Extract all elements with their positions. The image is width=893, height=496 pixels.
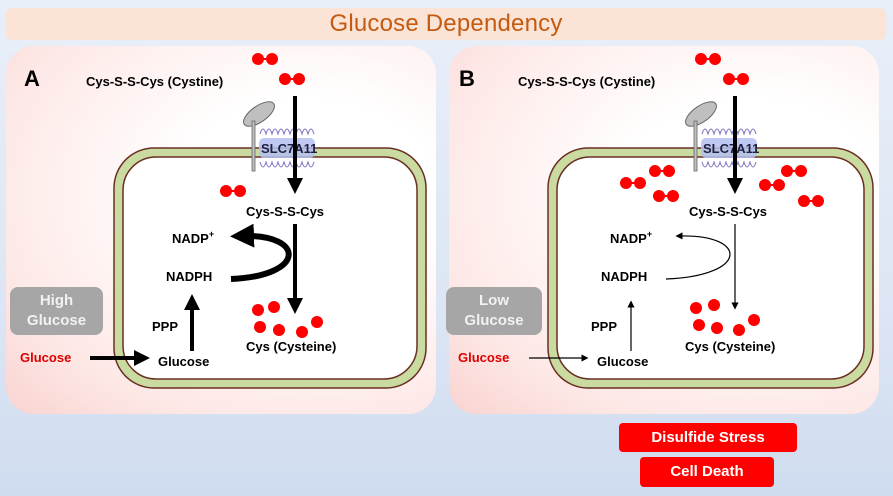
panel-letter: A [24, 66, 40, 91]
cysteine-label: Cys (Cysteine) [685, 339, 775, 354]
cysteine-label: Cys (Cysteine) [246, 339, 336, 354]
transporter-label: SLC7A11 [261, 141, 317, 156]
condition-line2: Glucose [464, 312, 524, 329]
cystine-molecule [252, 53, 278, 65]
glucose-outside-label: Glucose [20, 350, 71, 365]
slc7a11-transporter [685, 101, 757, 172]
transporter-label: SLC7A11 [703, 141, 759, 156]
cystine-molecule [220, 185, 246, 197]
nadp-label: NADP+ [172, 229, 214, 246]
glucose-inside-label: Glucose [158, 354, 209, 369]
cysteine-molecules [252, 301, 323, 338]
ppp-label: PPP [591, 319, 617, 334]
ppp-label: PPP [152, 319, 178, 334]
nadp-label: NADP+ [610, 229, 652, 246]
title-banner: Glucose Dependency [6, 8, 886, 40]
condition-badge-a: High Glucose [10, 287, 103, 335]
nadph-label: NADPH [166, 269, 212, 284]
outcome-cell-death: Cell Death [640, 457, 774, 487]
panel-a-diagram: A Cys-S-S-Cys (Cystine) SLC7A11 Cys-S-S-… [20, 53, 427, 389]
panel-b-diagram: B Cys-S-S-Cys (Cystine) SLC7A11 [458, 53, 874, 389]
nadph-oxidation-arrow [665, 232, 731, 280]
slc7a11-transporter [243, 101, 315, 172]
nadph-label: NADPH [601, 269, 647, 284]
nadph-oxidation-arrow [230, 223, 292, 282]
cystine-molecule [723, 73, 749, 85]
condition-badge-b: Low Glucose [446, 287, 542, 335]
intracellular-cystine-label: Cys-S-S-Cys [689, 204, 767, 219]
condition-line2: Glucose [26, 312, 87, 329]
panel-b: B Cys-S-S-Cys (Cystine) SLC7A11 [449, 46, 879, 414]
condition-line1: Low [479, 292, 509, 309]
glucose-inside-label: Glucose [597, 354, 648, 369]
outcome-disulfide-stress: Disulfide Stress [619, 423, 797, 452]
panel-a: A Cys-S-S-Cys (Cystine) SLC7A11 Cys-S-S-… [6, 46, 436, 414]
accumulated-cystine [620, 165, 824, 207]
figure-title: Glucose Dependency [329, 10, 563, 37]
intracellular-cystine-label: Cys-S-S-Cys [246, 204, 324, 219]
cysteine-molecules [690, 299, 760, 336]
glucose-outside-label: Glucose [458, 350, 509, 365]
condition-line1: High [39, 292, 74, 309]
cystine-label: Cys-S-S-Cys (Cystine) [86, 74, 223, 89]
cystine-label: Cys-S-S-Cys (Cystine) [518, 74, 655, 89]
cystine-molecule [695, 53, 721, 65]
cystine-molecule [279, 73, 305, 85]
panel-letter: B [459, 66, 475, 91]
